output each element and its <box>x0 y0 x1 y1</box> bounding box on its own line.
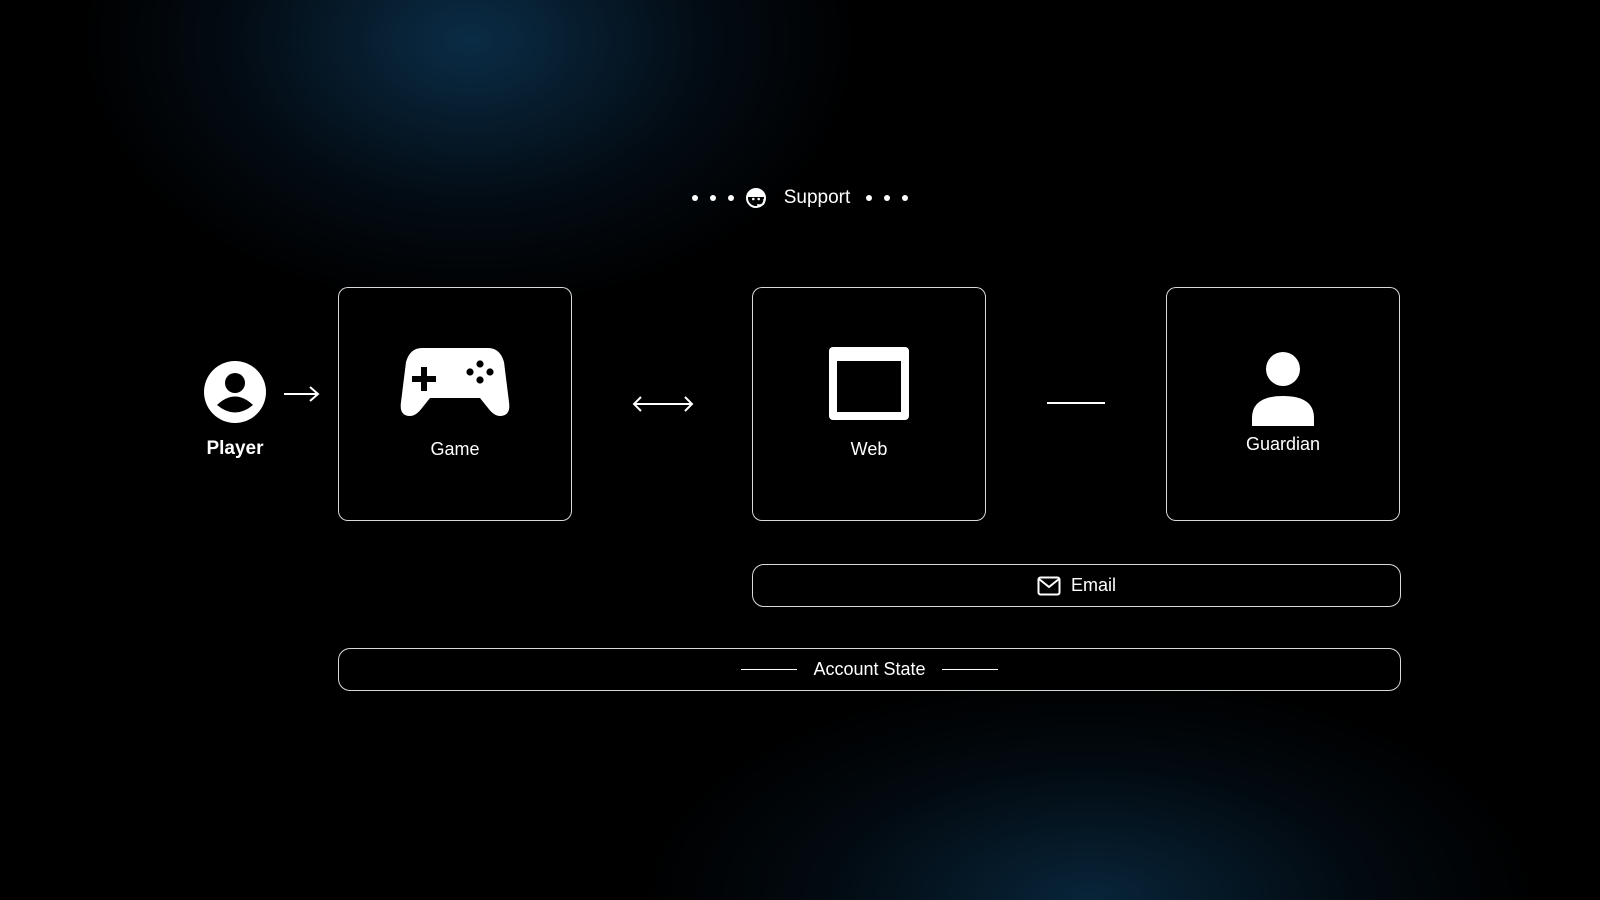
node-game: Game <box>338 287 572 521</box>
dot <box>884 195 891 201</box>
node-web: Web <box>752 287 986 521</box>
dot <box>902 195 909 201</box>
arrow-right-icon <box>284 386 320 402</box>
double-arrow-icon <box>632 396 694 412</box>
node-web-label: Web <box>850 439 888 459</box>
player-label: Player <box>206 438 264 459</box>
support-agent-icon <box>745 188 766 208</box>
account-circle-icon <box>204 361 266 423</box>
divider <box>941 669 998 670</box>
gamepad-icon <box>400 348 510 416</box>
email-pill: Email <box>752 564 1401 607</box>
dot <box>691 195 698 201</box>
node-guardian-label: Guardian <box>1245 434 1321 454</box>
dot <box>709 195 716 201</box>
dots-left <box>691 195 734 201</box>
mail-icon <box>1037 576 1061 595</box>
browser-window-icon <box>829 347 909 420</box>
support-label: Support <box>783 187 851 208</box>
dot <box>727 195 734 201</box>
node-game-label: Game <box>430 439 480 459</box>
person-icon <box>1252 352 1314 426</box>
divider <box>741 669 798 670</box>
email-label: Email <box>1070 575 1116 595</box>
account-state-label: Account State <box>813 659 926 679</box>
support-header: Support <box>600 180 1000 216</box>
node-guardian: Guardian <box>1166 287 1400 521</box>
dot <box>866 195 873 201</box>
connector-line <box>1047 402 1105 404</box>
dots-right <box>866 195 909 201</box>
account-state-pill: Account State <box>338 648 1401 691</box>
player: Player <box>196 360 274 460</box>
